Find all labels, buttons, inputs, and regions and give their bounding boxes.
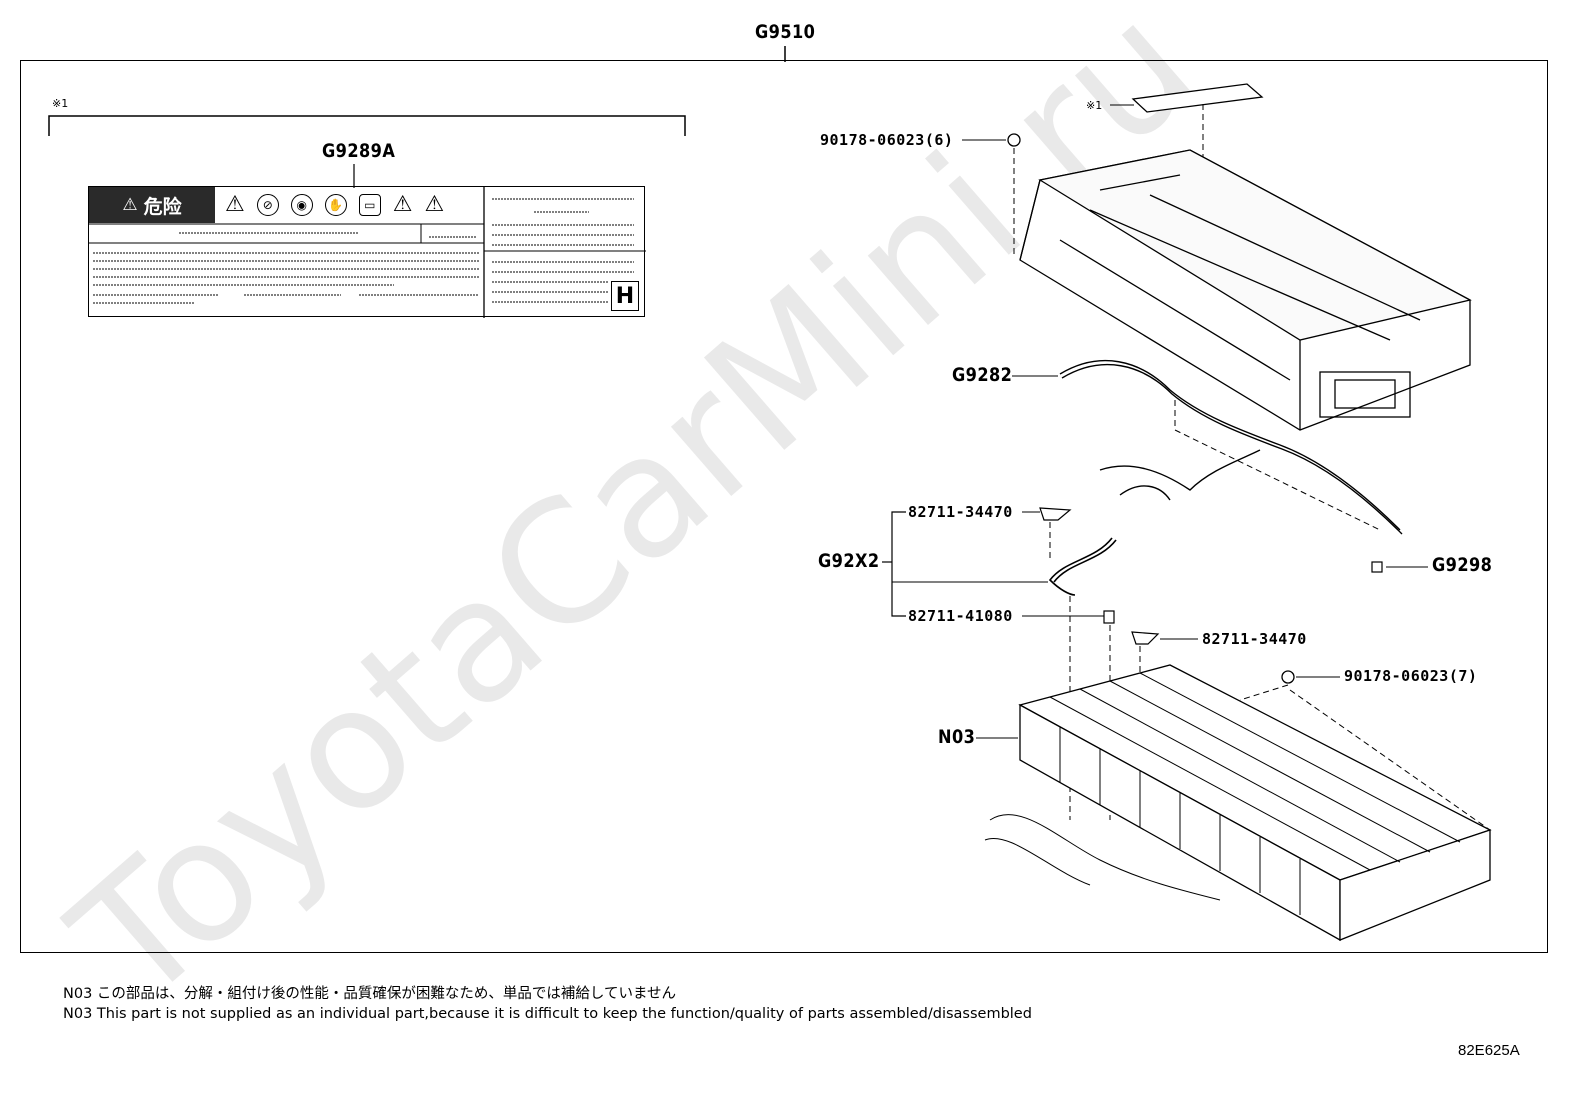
- h-mark: H: [611, 281, 639, 311]
- ref-mark-right-leader: [1110, 104, 1134, 106]
- shock-hazard-icon: ⚠: [225, 192, 245, 217]
- ref-bracket-left: [48, 115, 686, 136]
- ref-mark-left: ※1: [52, 97, 69, 110]
- illustration-code: 82E625A: [1458, 1042, 1520, 1059]
- sensor-label: G9298: [1432, 554, 1493, 576]
- explosion-icon: ⚠: [424, 192, 445, 217]
- clamp-a-shape: [1039, 507, 1072, 521]
- nut-upper-shape: [1007, 133, 1021, 147]
- warning-triangle-icon: ⚠: [122, 195, 138, 215]
- corrosive-icon: ⚠: [392, 192, 413, 217]
- harness-upper-label: G9282: [952, 364, 1013, 386]
- cable-shape: [1048, 537, 1113, 596]
- assembly-code: G9510: [755, 21, 816, 43]
- sensor-shape: [1371, 561, 1383, 573]
- label-part-code: G9289A: [322, 140, 396, 162]
- label-text-lines: [89, 187, 646, 318]
- clamp-b-shape: [1103, 610, 1115, 624]
- note-english: N03 This part is not supplied as an indi…: [63, 1006, 1032, 1022]
- caution-label: ⚠ 危险 ⚠ ⊘ ◉ ✋ ▭ ⚠ ⚠: [88, 186, 646, 318]
- sticker-plate: [1131, 83, 1264, 113]
- pictogram-row: ⚠ ⊘ ◉ ✋ ▭ ⚠ ⚠: [225, 194, 444, 216]
- battery-cover: [1019, 149, 1472, 431]
- label-part-leader: [353, 164, 355, 188]
- no-touch-icon: ✋: [324, 194, 347, 216]
- helmet-icon: ◉: [290, 194, 313, 216]
- nut-upper-label: 90178-06023(6): [820, 131, 954, 149]
- no-fire-icon: ⊘: [256, 194, 279, 216]
- clamp-c-label: 82711-34470: [1202, 630, 1307, 648]
- battery-stack-label: N03: [938, 726, 976, 748]
- ref-mark-right: ※1: [1086, 99, 1103, 112]
- battery-stack-shape: [984, 664, 1492, 942]
- note-japanese: N03 この部品は、分解・組付け後の性能・品質確保が困難なため、単品では補給して…: [63, 986, 677, 1002]
- nut-lower-label: 90178-06023(7): [1344, 667, 1478, 685]
- assembly-code-tick: [784, 46, 786, 62]
- danger-text: 危险: [143, 195, 182, 218]
- group-label: G92X2: [818, 550, 880, 572]
- diagram-frame: [20, 60, 1548, 953]
- clamp-b-label: 82711-41080: [908, 607, 1013, 625]
- nut-lower-shape: [1281, 670, 1295, 684]
- manual-icon: ▭: [358, 194, 381, 216]
- clamp-c-shape: [1131, 631, 1160, 645]
- clamp-a-label: 82711-34470: [908, 503, 1013, 521]
- harness-shape: [1059, 359, 1403, 535]
- danger-header: ⚠ 危险: [89, 187, 215, 223]
